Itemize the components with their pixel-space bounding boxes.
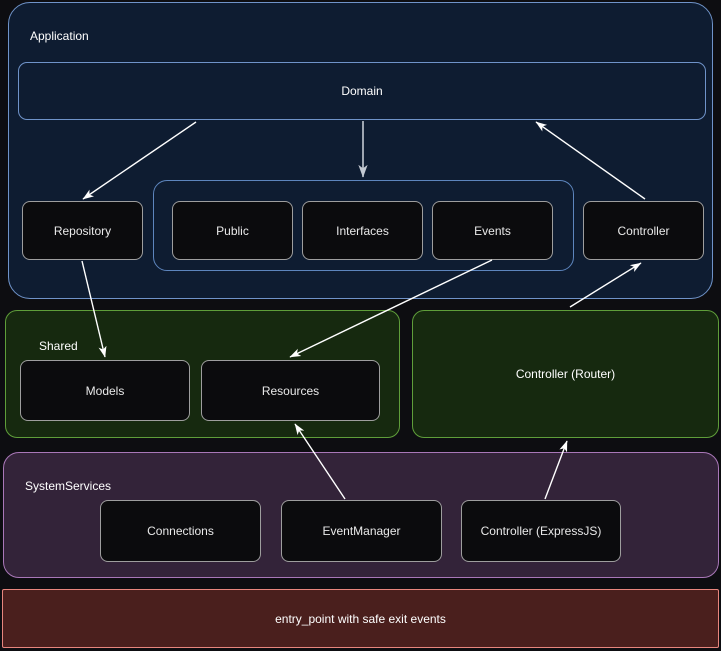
node-controller-express[interactable]: Controller (ExpressJS) [461, 500, 621, 562]
node-event-manager-label: EventManager [322, 524, 401, 538]
node-connections[interactable]: Connections [100, 500, 261, 562]
node-resources-label: Resources [261, 383, 320, 398]
node-connections-label: Connections [147, 524, 214, 538]
node-controller-router[interactable]: Controller (Router) [412, 310, 719, 438]
node-repository-label: Repository [53, 223, 112, 238]
group-system-services-label: SystemServices [25, 479, 112, 493]
node-resources[interactable]: Resources [201, 360, 380, 421]
node-domain-label: Domain [341, 84, 383, 98]
node-repository[interactable]: Repository [22, 201, 143, 260]
node-controller-express-label: Controller (ExpressJS) [480, 524, 602, 538]
group-application-label: Application [30, 29, 89, 43]
node-entry-point-label: entry_point with safe exit events [275, 611, 446, 626]
node-event-manager[interactable]: EventManager [281, 500, 442, 562]
group-shared-label: Shared [39, 339, 78, 353]
node-domain[interactable]: Domain [18, 62, 706, 120]
node-controller-label: Controller [617, 223, 670, 238]
node-events-label: Events [474, 223, 511, 238]
node-events[interactable]: Events [432, 201, 553, 260]
node-public[interactable]: Public [172, 201, 293, 260]
node-interfaces[interactable]: Interfaces [302, 201, 423, 260]
node-models[interactable]: Models [20, 360, 190, 421]
node-public-label: Public [216, 223, 249, 238]
node-controller[interactable]: Controller [583, 201, 704, 260]
node-entry-point[interactable]: entry_point with safe exit events [2, 589, 719, 648]
node-interfaces-label: Interfaces [336, 223, 389, 238]
node-controller-router-label: Controller (Router) [515, 367, 616, 381]
node-models-label: Models [85, 383, 125, 398]
